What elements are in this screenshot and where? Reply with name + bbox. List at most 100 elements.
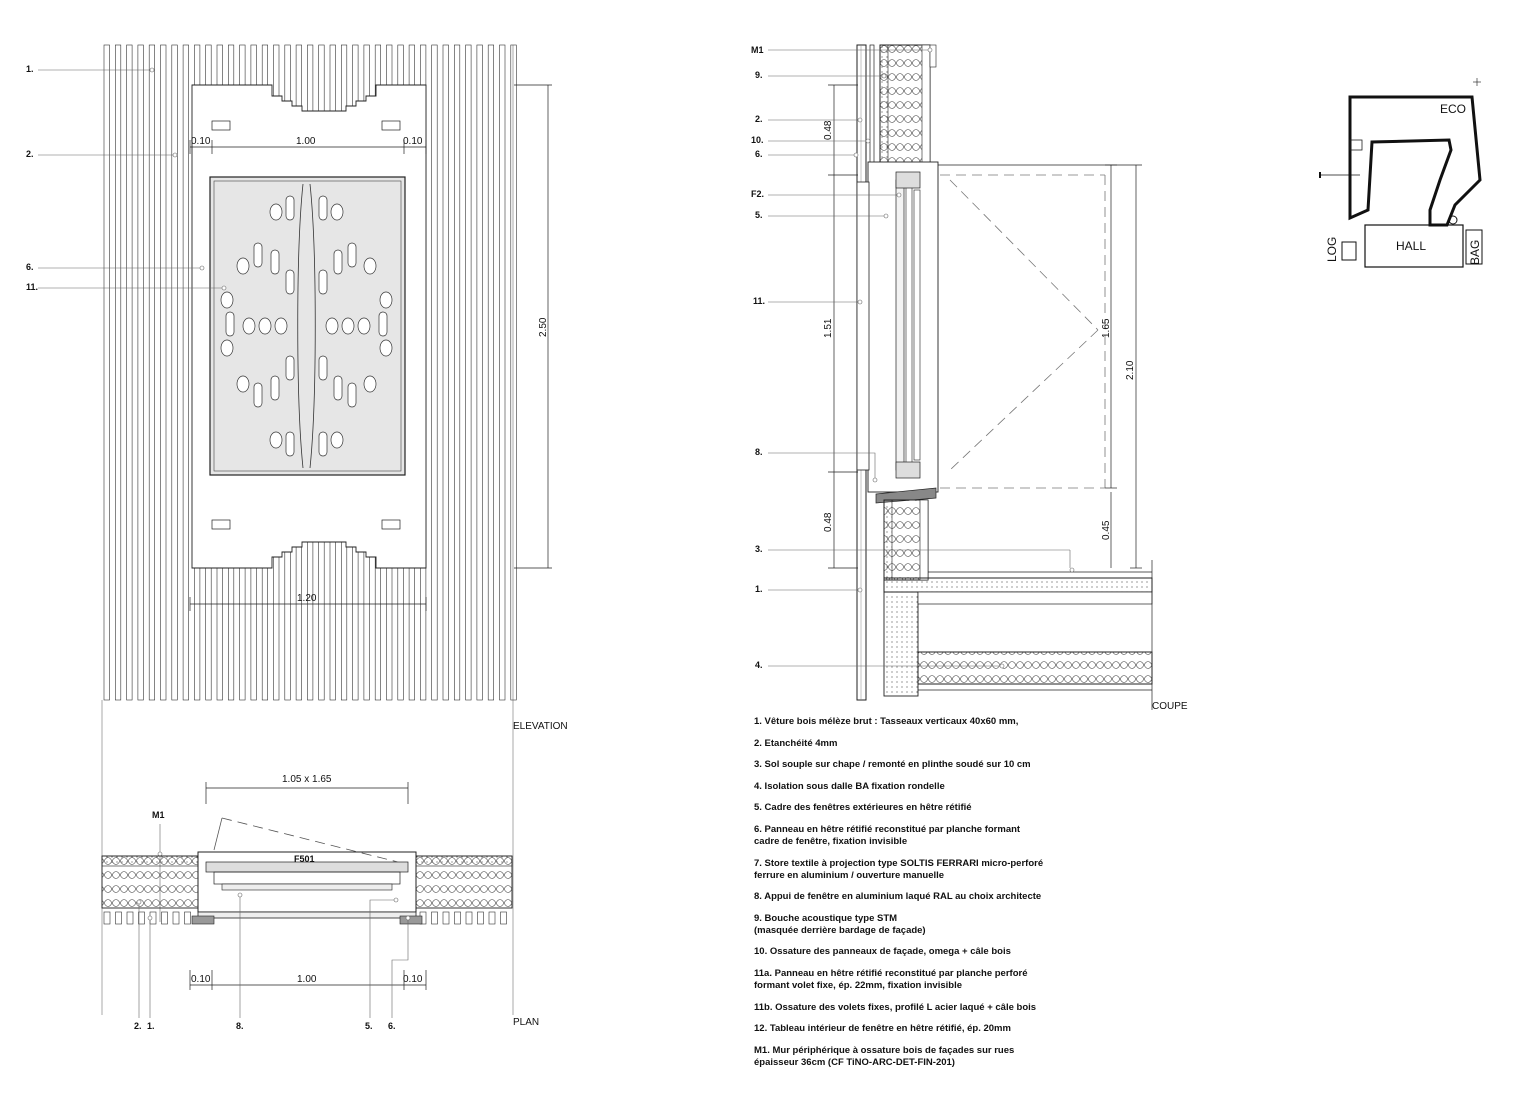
cladding-slat	[182, 44, 189, 701]
section-callout-9: 9.	[755, 70, 763, 80]
plan-opening-dim	[205, 782, 409, 804]
perforation-hole	[363, 257, 377, 275]
section-callout-2: 2.	[755, 114, 763, 124]
panel-slot	[211, 120, 231, 131]
section-callout-10: 10.	[751, 135, 764, 145]
dim-plan-middle: 1.00	[297, 974, 317, 985]
plan-batten	[172, 911, 180, 925]
plan-batten	[442, 911, 450, 925]
dim-elev-height: 2.50	[538, 317, 549, 337]
key-plan-log	[1341, 241, 1357, 261]
perforation-hole	[220, 339, 234, 357]
perforation-slot	[378, 311, 388, 337]
plan-batten	[477, 911, 484, 925]
legend-item: 9. Bouche acoustique type STM (masquée d…	[754, 912, 926, 936]
perforated-shutter	[209, 176, 406, 476]
cladding-slat	[442, 44, 449, 701]
plan-batten	[161, 911, 168, 925]
perforation-slot	[285, 431, 295, 457]
section-callout-3: 3.	[755, 544, 763, 554]
cladding-slat	[137, 44, 144, 701]
legend-item: 12. Tableau intérieur de fenêtre en hêtr…	[754, 1023, 1011, 1035]
legend-item: 5. Cadre des fenêtres extérieures en hêt…	[754, 802, 972, 814]
dim-plan-opening: 1.05 x 1.65	[282, 774, 332, 785]
dim-elev-side-left: 0.10	[191, 136, 211, 147]
dim-section-total: 2.10	[1125, 360, 1136, 380]
cladding-slat	[499, 44, 506, 701]
dim-section-upper: 0.48	[823, 120, 834, 140]
perforation-hole	[242, 317, 256, 335]
cladding-slat	[453, 44, 461, 701]
perforation-slot	[225, 311, 235, 337]
plan-batten	[465, 911, 473, 925]
cladding-slat	[510, 44, 517, 701]
cladding-slat	[115, 44, 122, 701]
key-plan-eco-label: ECO	[1440, 102, 1466, 116]
key-plan-log-label: LOG	[1325, 237, 1339, 262]
plan-batten	[431, 911, 438, 925]
section-sill	[875, 487, 937, 504]
legend-item: 6. Panneau en hêtre rétifié reconstitué …	[754, 823, 1021, 847]
section-dims	[828, 84, 1142, 569]
section-callout-1: 1.	[755, 584, 763, 594]
dim-section-glazing: 1.65	[1101, 318, 1112, 338]
plan-callout-6: 6.	[388, 1021, 396, 1031]
section-callout-m1: M1	[751, 45, 764, 55]
section-callout-5: 5.	[755, 210, 763, 220]
key-plan-bag	[1465, 229, 1483, 265]
perforation-hole	[325, 317, 339, 335]
cladding-slat	[171, 44, 178, 701]
perforation-slot	[253, 242, 263, 268]
plan-batten	[126, 911, 134, 925]
cladding-slat	[465, 44, 472, 701]
legend-item: 11a. Panneau en hêtre rétifié reconstitu…	[754, 967, 1028, 991]
legend-item: 10. Ossature des panneaux de façade, ome…	[754, 946, 1011, 958]
plan-batten	[138, 911, 145, 925]
section-upper-wall	[879, 44, 931, 166]
plan-width-dims	[189, 970, 427, 990]
legend-item: 1. Vêture bois mélèze brut : Tasseaux ve…	[754, 716, 1019, 727]
perforation-slot	[285, 355, 295, 381]
plan-batten	[184, 911, 191, 925]
legend-item: 8. Appui de fenêtre en aluminium laqué R…	[754, 891, 1042, 903]
key-plan-building-outline	[1348, 95, 1482, 227]
legend-item: M1. Mur périphérique à ossature bois de …	[754, 1044, 1015, 1068]
elevation-view-label: ELEVATION	[513, 721, 568, 732]
perforation-hole	[236, 257, 250, 275]
perforation-hole	[357, 317, 371, 335]
specification-legend: 1. Vêture bois mélèze brut : Tasseaux ve…	[754, 716, 1174, 1078]
dim-elev-bottom: 1.20	[297, 593, 317, 604]
perforation-hole	[274, 317, 288, 335]
perforation-slot	[285, 195, 295, 221]
perforation-hole	[330, 431, 344, 449]
perforation-hole	[220, 291, 234, 309]
perforation-hole	[330, 203, 344, 221]
plan-wall-label: M1	[152, 810, 165, 820]
elev-callout-6: 6.	[26, 262, 34, 272]
dim-elev-middle: 1.00	[296, 136, 316, 147]
key-plan: ECO HALL LOG BAG	[1319, 78, 1483, 268]
plan-callout-8: 8.	[236, 1021, 244, 1031]
key-plan-bag-label: BAG	[1468, 240, 1482, 265]
perforation-hole	[379, 339, 393, 357]
blind-projection	[940, 174, 1106, 489]
panel-slot	[381, 519, 401, 530]
cladding-slat	[431, 44, 438, 701]
plan-batten	[454, 911, 461, 925]
panel-slot	[211, 519, 231, 530]
section-callout-8: 8.	[755, 447, 763, 457]
plan-callout-5: 5.	[365, 1021, 373, 1031]
perforation-slot	[318, 269, 328, 295]
elevation-view: 0.10 1.00 0.10 1.20 2.50 ELEVATION 1. 2.…	[26, 44, 568, 1015]
perforation-slot	[333, 375, 343, 401]
perforation-slot	[347, 242, 357, 268]
perforation-hole	[341, 317, 355, 335]
perforation-hole	[236, 375, 250, 393]
elev-callout-2: 2.	[26, 149, 34, 159]
perforation-slot	[270, 249, 280, 275]
plan-window-tag: F501	[294, 854, 315, 864]
legend-item: 11b. Ossature des volets fixes, profilé …	[754, 1001, 1037, 1013]
dim-plan-side-left: 0.10	[191, 974, 211, 985]
plan-batten	[500, 911, 507, 925]
